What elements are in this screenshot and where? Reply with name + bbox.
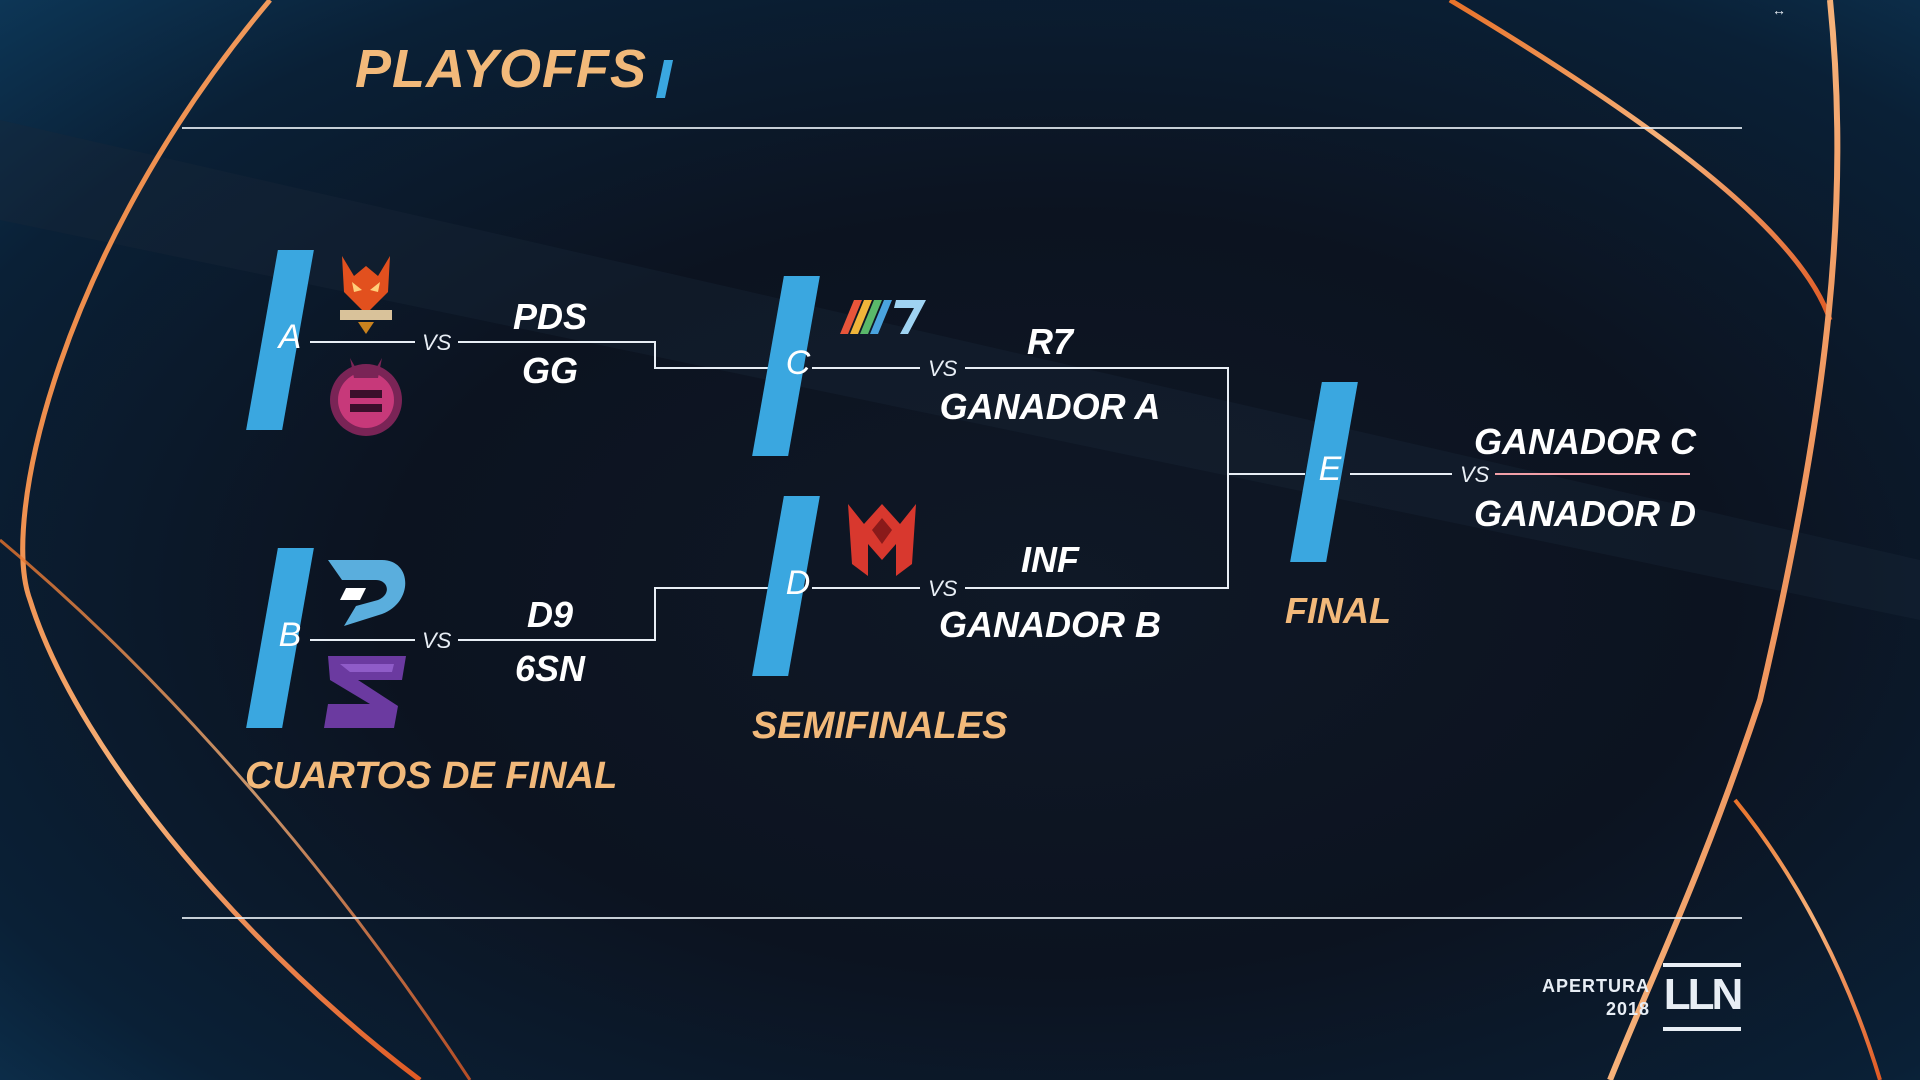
match-b-team2: 6SN [490,648,610,690]
match-c-team2: GANADOR A [930,386,1170,428]
slot-a-letter: A [270,318,310,357]
match-b-vs: VS [422,628,451,654]
stage-label-semifinals: SEMIFINALES [752,705,1007,748]
match-a-team2: GG [490,350,610,392]
infinity-logo [846,500,918,580]
footer-year: 2018 [1500,999,1650,1020]
match-d-team2: GANADOR B [930,604,1170,646]
match-c-team1: R7 [930,321,1170,363]
slot-e-letter: E [1310,450,1350,489]
match-a-vs: VS [422,330,451,356]
lln-logo: LLN [1663,963,1741,1031]
slot-c-letter: C [778,344,818,383]
match-d-team1: INF [930,539,1170,581]
match-a-team1: PDS [490,296,610,338]
slot-b-letter: B [270,616,310,655]
6sn-logo [320,652,410,732]
match-b-team1: D9 [490,594,610,636]
match-e-vs: VS [1460,462,1489,488]
gg-logo [326,350,406,438]
d9-logo [322,552,414,630]
stage-label-final: FINAL [1285,590,1391,632]
match-e-team1: GANADOR C [1470,421,1700,463]
stage-label-quarterfinals: CUARTOS DE FINAL [245,755,617,798]
slot-d-letter: D [778,564,818,603]
predators-logo [336,252,396,336]
match-e-team2: GANADOR D [1470,493,1700,535]
r7-logo [836,296,928,338]
footer-season: APERTURA [1500,976,1650,997]
